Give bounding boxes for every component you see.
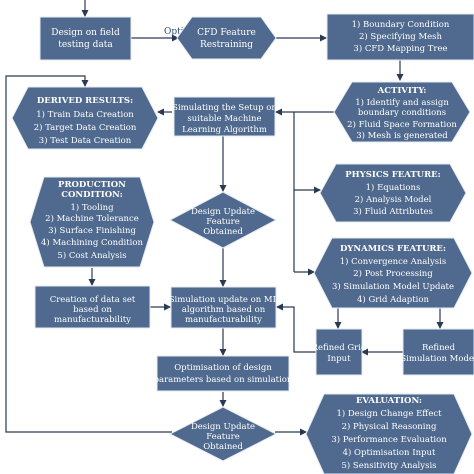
node-production-line-5: 5) Cost Analysis (57, 250, 126, 261)
node-refined-grid[interactable]: Refined Grid Input (312, 328, 367, 376)
node-dynamics-title: DYNAMICS FEATURE: (340, 244, 446, 254)
node-cfd-feature[interactable]: CFD Feature Restraining (176, 16, 277, 60)
node-design-on-field[interactable]: Design on field testing data (39, 16, 132, 61)
node-physics-feature[interactable]: PHYSICS FEATURE: 1) Equations 2) Analysi… (319, 163, 467, 223)
node-physics-line-1: 1) Equations (366, 182, 421, 193)
node-boundary-line-1: 1) Boundary Condition (352, 19, 450, 30)
node-creation-data-set[interactable]: Creation of data set based on manufactur… (34, 285, 151, 329)
node-derived-line-2: 2) Target Data Creation (34, 122, 137, 133)
node-evaluation-line-4: 4) Optimisation Input (343, 447, 436, 458)
node-physics-line-3: 3) Fluid Attributes (353, 206, 433, 217)
node-cfd-feature-line-2: Restraining (200, 40, 253, 50)
node-creation-line-1: Creation of data set (50, 295, 136, 305)
node-simulating-line-1: Simulating the Setup on (172, 103, 277, 113)
node-boundary-box[interactable]: 1) Boundary Condition 2) Specifying Mesh… (326, 13, 474, 61)
node-derived-line-1: 1) Train Data Creation (36, 109, 134, 120)
node-dynamics-line-3: 3) Simulation Model Update (332, 281, 454, 292)
node-activity[interactable]: ACTIVITY: 1) Identify and assign boundar… (333, 81, 471, 143)
connectors (5, 0, 444, 436)
node-design-on-field-line-2: testing data (58, 40, 113, 50)
node-activity-line-3: 2) Fluid Space Formation (347, 119, 457, 130)
node-evaluation-line-1: 1) Design Change Effect (336, 408, 442, 419)
node-physics-title: PHYSICS FEATURE: (345, 170, 441, 180)
node-evaluation[interactable]: EVALUATION: 1) Design Change Effect 2) P… (305, 393, 473, 474)
node-production-title2: CONDITION: (61, 190, 123, 200)
node-derived-title: DERIVED RESULTS: (37, 96, 133, 106)
node-optimisation-line-2: parameters based on simulation (154, 375, 293, 385)
node-dynamics-line-1: 1) Convergence Analysis (340, 256, 447, 267)
node-derived-line-3: 3) Test Data Creation (39, 135, 132, 146)
node-activity-line-4: 3) Mesh is generated (356, 130, 448, 141)
node-evaluation-title: EVALUATION: (356, 396, 422, 406)
node-refined-sim-line-2: Simulation Model (400, 354, 474, 364)
node-production-line-2: 2) Machine Tolerance (45, 213, 139, 224)
node-design-on-field-line-1: Design on field (51, 28, 120, 38)
node-du2-line-2: Feature (206, 432, 240, 442)
node-production-title: PRODUCTION (58, 180, 126, 190)
node-dynamics-line-4: 4) Grid Adaption (357, 294, 429, 305)
node-du2-line-3: Obtained (203, 442, 243, 452)
node-simupdate-line-2: algorithm based on (182, 305, 266, 315)
edge-refined-grid-to-simupdate (276, 303, 316, 353)
node-activity-line-1: 1) Identify and assign (355, 97, 449, 108)
node-derived-results[interactable]: DERIVED RESULTS: 1) Train Data Creation … (11, 86, 159, 150)
node-creation-line-2: based on (73, 305, 112, 315)
node-simupdate-line-1: Simulation update on ML (169, 295, 279, 305)
node-production-line-3: 3) Surface Finishing (48, 225, 136, 236)
node-production-line-1: 1) Tooling (70, 202, 114, 213)
node-activity-title: ACTIVITY: (377, 86, 427, 96)
node-optimisation-line-1: Optimisation of design (174, 363, 272, 373)
node-design-update-2[interactable]: Design Update Feature Obtained (168, 406, 278, 462)
node-production-line-4: 4) Machining Condition (41, 237, 143, 248)
node-simupdate-line-3: manufacturability (185, 315, 262, 325)
node-simulating-line-3: Learning Algorithm (182, 125, 267, 135)
node-evaluation-line-3: 3) Performance Evaluation (331, 434, 447, 445)
node-du1-line-2: Feature (206, 217, 240, 227)
node-dynamics-feature[interactable]: DYNAMICS FEATURE: 1) Convergence Analysi… (313, 237, 473, 309)
node-simulating-line-2: suitable Machine (187, 114, 261, 124)
node-boundary-line-3: 3) CFD Mapping Tree (353, 43, 447, 54)
node-evaluation-line-2: 2) Physical Reasoning (342, 421, 437, 432)
node-du2-line-1: Design Update (191, 422, 255, 432)
node-refined-sim-line-1: Refined (422, 343, 456, 353)
node-cfd-feature-line-1: CFD Feature (197, 28, 256, 38)
node-production-condition[interactable]: PRODUCTION CONDITION: 1) Tooling 2) Mach… (29, 176, 155, 268)
node-boundary-line-2: 2) Specifying Mesh (359, 31, 443, 42)
edge-loop-left (5, 75, 172, 433)
node-refined-grid-line-2: Input (327, 354, 351, 364)
node-du1-line-3: Obtained (203, 227, 243, 237)
node-activity-line-2: boundary conditions (358, 108, 446, 118)
node-dynamics-line-2: 2) Post Processing (353, 268, 433, 279)
node-evaluation-line-5: 5) Sensitivity Analysis (341, 460, 436, 471)
node-simulating-setup[interactable]: Simulating the Setup on suitable Machine… (172, 96, 277, 137)
node-refined-grid-line-1: Refined Grid (312, 343, 367, 353)
node-simulation-update[interactable]: Simulation update on ML algorithm based … (169, 286, 279, 329)
node-optimisation-design[interactable]: Optimisation of design parameters based … (154, 355, 293, 392)
node-creation-line-3: manufacturability (54, 315, 131, 325)
node-du1-line-1: Design Update (191, 207, 255, 217)
node-design-update-1[interactable]: Design Update Feature Obtained (168, 191, 278, 249)
node-physics-line-2: 2) Analysis Model (355, 194, 432, 205)
node-refined-sim[interactable]: Refined Simulation Model (400, 328, 474, 376)
